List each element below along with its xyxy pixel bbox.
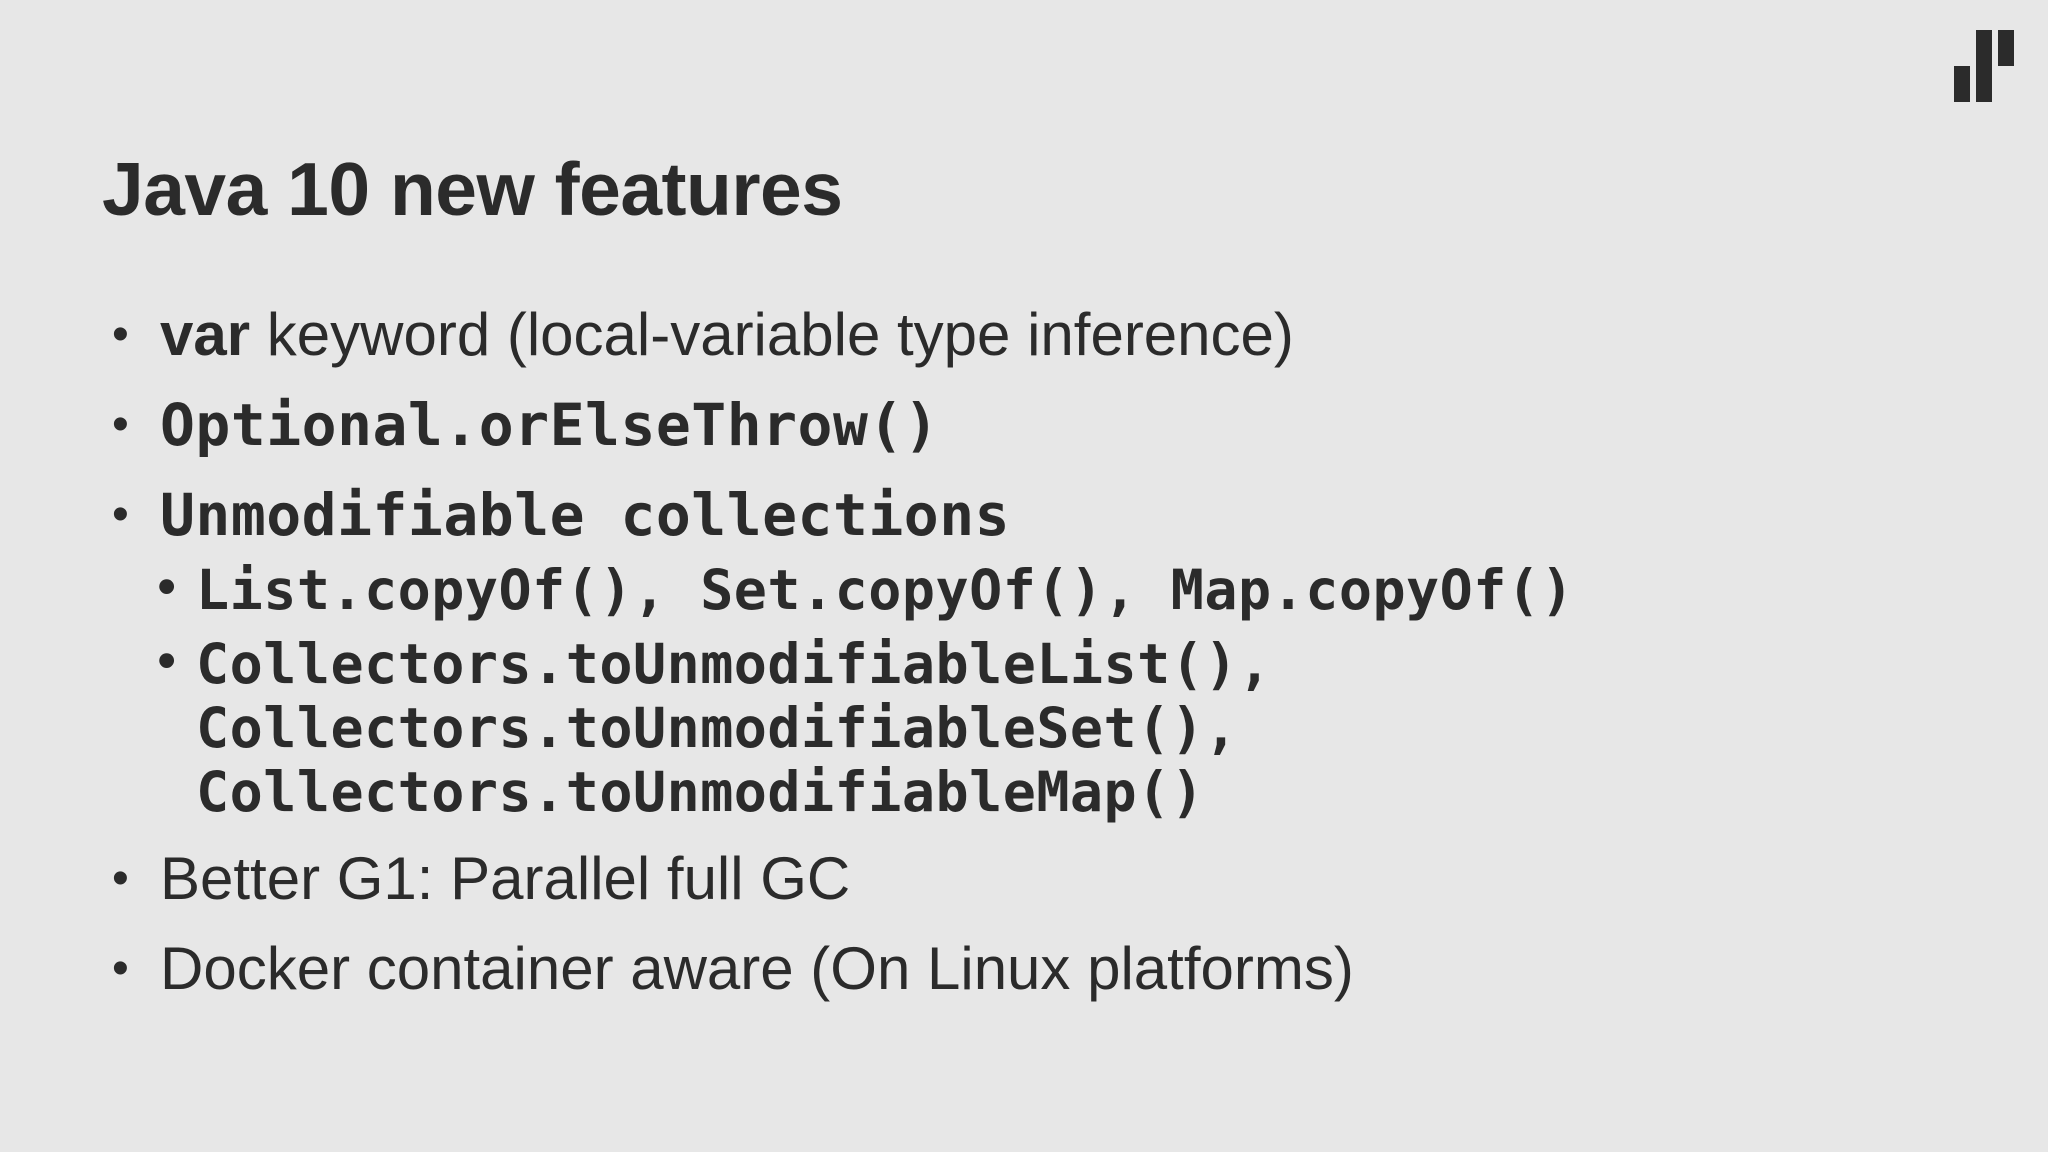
collectors-line-set: Collectors.toUnmodifiableSet(), <box>196 696 1238 760</box>
sub-item-copyof: • List.copyOf(), Set.copyOf(), Map.copyO… <box>154 558 1574 622</box>
bullet: • <box>112 942 129 995</box>
bullet: • <box>112 852 129 905</box>
sub-bullet: • <box>154 637 180 686</box>
var-keyword: var <box>160 301 251 368</box>
bar-logo-icon <box>1954 30 2014 102</box>
list-item-var: • var keyword (local-variable type infer… <box>112 300 1574 370</box>
bullet: • <box>112 488 129 541</box>
var-description: keyword (local-variable type inference) <box>250 301 1294 368</box>
unmodifiable-sublist: • List.copyOf(), Set.copyOf(), Map.copyO… <box>154 558 1574 824</box>
optional-code: Optional.orElseThrow() <box>160 391 940 459</box>
g1-text: Better G1: Parallel full GC <box>160 845 851 912</box>
slide-title: Java 10 new features <box>102 147 843 231</box>
list-item-docker: • Docker container aware (On Linux platf… <box>112 934 1574 1004</box>
collectors-line-map: Collectors.toUnmodifiableMap() <box>196 760 1205 824</box>
feature-list: • var keyword (local-variable type infer… <box>112 300 1574 1024</box>
unmodifiable-code: Unmodifiable collections <box>160 481 1011 549</box>
list-item-unmodifiable: • Unmodifiable collections • List.copyOf… <box>112 480 1574 824</box>
list-item-optional: • Optional.orElseThrow() <box>112 390 1574 460</box>
bullet: • <box>112 398 129 451</box>
docker-text: Docker container aware (On Linux platfor… <box>160 935 1354 1002</box>
list-item-g1: • Better G1: Parallel full GC <box>112 844 1574 914</box>
sub-item-collectors: • Collectors.toUnmodifiableList(), Colle… <box>154 632 1574 824</box>
copyof-line: List.copyOf(), Set.copyOf(), Map.copyOf(… <box>196 558 1575 622</box>
collectors-line-list: Collectors.toUnmodifiableList(), <box>196 632 1272 696</box>
bullet: • <box>112 308 129 361</box>
sub-bullet: • <box>154 563 180 612</box>
